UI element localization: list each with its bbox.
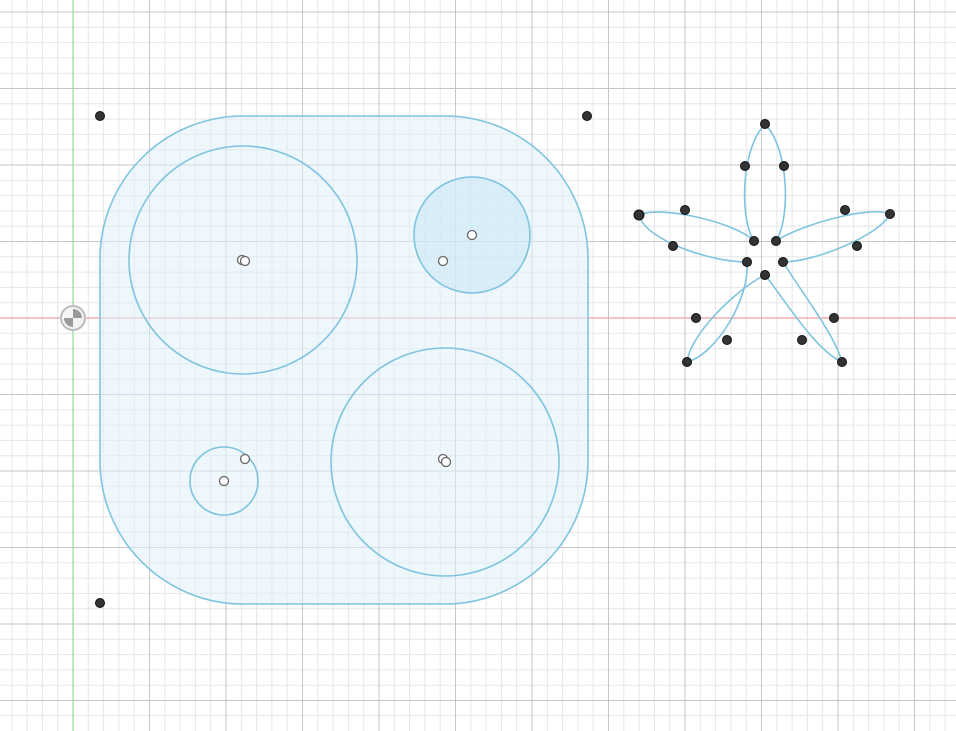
- sketch-point[interactable]: [691, 313, 701, 323]
- sketch-point[interactable]: [837, 357, 847, 367]
- center-point[interactable]: [239, 255, 251, 267]
- flower-petal-bottom-right[interactable]: [764, 261, 843, 363]
- sketch-point[interactable]: [840, 205, 850, 215]
- center-point[interactable]: [218, 475, 230, 487]
- flower-sketch[interactable]: [638, 123, 891, 363]
- sketch-point[interactable]: [239, 453, 251, 465]
- sketch-origin-icon[interactable]: [60, 305, 86, 331]
- sketch-point[interactable]: [740, 161, 750, 171]
- sketch-point[interactable]: [437, 255, 449, 267]
- sketch-point[interactable]: [771, 236, 781, 246]
- flower-petal-left[interactable]: [638, 211, 755, 263]
- small-circle-top-right[interactable]: [413, 176, 531, 294]
- center-point[interactable]: [466, 229, 478, 241]
- flower-petal-top[interactable]: [743, 123, 787, 242]
- sketch-point[interactable]: [779, 161, 789, 171]
- flower-points: [633, 119, 895, 367]
- sketch-point[interactable]: [680, 205, 690, 215]
- corner-point[interactable]: [95, 598, 105, 608]
- corner-point[interactable]: [582, 111, 592, 121]
- sketch-point[interactable]: [829, 313, 839, 323]
- center-point[interactable]: [440, 456, 452, 468]
- sketch-point[interactable]: [852, 241, 862, 251]
- sketch-point[interactable]: [668, 241, 678, 251]
- sketch-point[interactable]: [633, 209, 645, 221]
- rounded-rectangle-sketch[interactable]: [99, 115, 589, 605]
- sketch-point[interactable]: [722, 335, 732, 345]
- large-circle-bottom-right[interactable]: [330, 347, 560, 577]
- small-circle-bottom-left[interactable]: [189, 446, 259, 516]
- sketch-point[interactable]: [742, 257, 752, 267]
- sketch-point[interactable]: [778, 257, 788, 267]
- corner-point[interactable]: [95, 111, 105, 121]
- large-circle-top-left[interactable]: [128, 145, 358, 375]
- plate-profile[interactable]: [100, 116, 588, 604]
- flower-petal-right[interactable]: [775, 210, 891, 263]
- flower-petal-bottom-left[interactable]: [686, 261, 766, 363]
- sketch-point[interactable]: [797, 335, 807, 345]
- sketch-point[interactable]: [760, 270, 770, 280]
- sketch-point[interactable]: [682, 357, 692, 367]
- sketch-point[interactable]: [885, 209, 895, 219]
- sketch-point[interactable]: [760, 119, 770, 129]
- sketch-point[interactable]: [749, 236, 759, 246]
